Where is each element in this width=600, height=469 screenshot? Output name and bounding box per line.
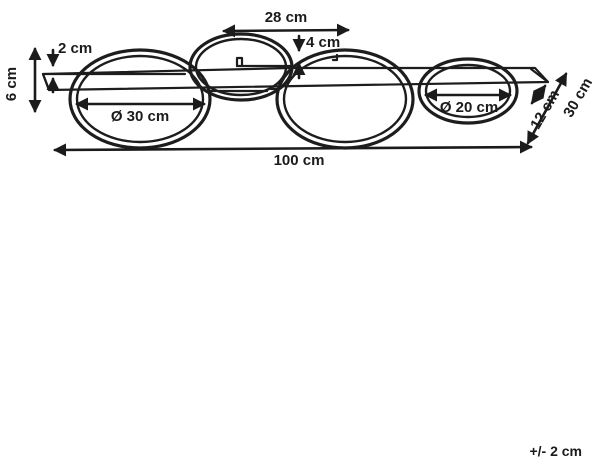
small-ring-diameter-label: Ø 20 cm [440, 99, 498, 116]
dimension-side-height: 12 cm [527, 84, 563, 132]
lamp-ring-center [275, 48, 415, 150]
ceiling-bar [41, 64, 550, 92]
top-width-label: 28 cm [265, 9, 308, 26]
dimension-small-ring-diameter: Ø 20 cm [424, 88, 512, 116]
dimension-front-drop: 4 cm [292, 34, 340, 80]
height-label: 6 cm [3, 67, 20, 101]
overall-width-label: 100 cm [274, 152, 325, 169]
large-ring-diameter-label: Ø 30 cm [111, 108, 169, 125]
tolerance-note: +/- 2 cm [529, 443, 582, 459]
dimension-height: 6 cm [3, 47, 42, 113]
dimension-top-width: 28 cm [222, 9, 350, 38]
front-drop-label: 4 cm [306, 34, 340, 51]
dimension-canopy-thickness: 2 cm [46, 40, 92, 94]
canopy-thickness-label: 2 cm [58, 40, 92, 57]
dimension-overall-width: 100 cm [53, 140, 533, 169]
dimension-large-ring-diameter: Ø 30 cm [75, 97, 206, 125]
side-height-label: 12 cm [527, 87, 563, 132]
depth-label: 30 cm [560, 75, 596, 120]
